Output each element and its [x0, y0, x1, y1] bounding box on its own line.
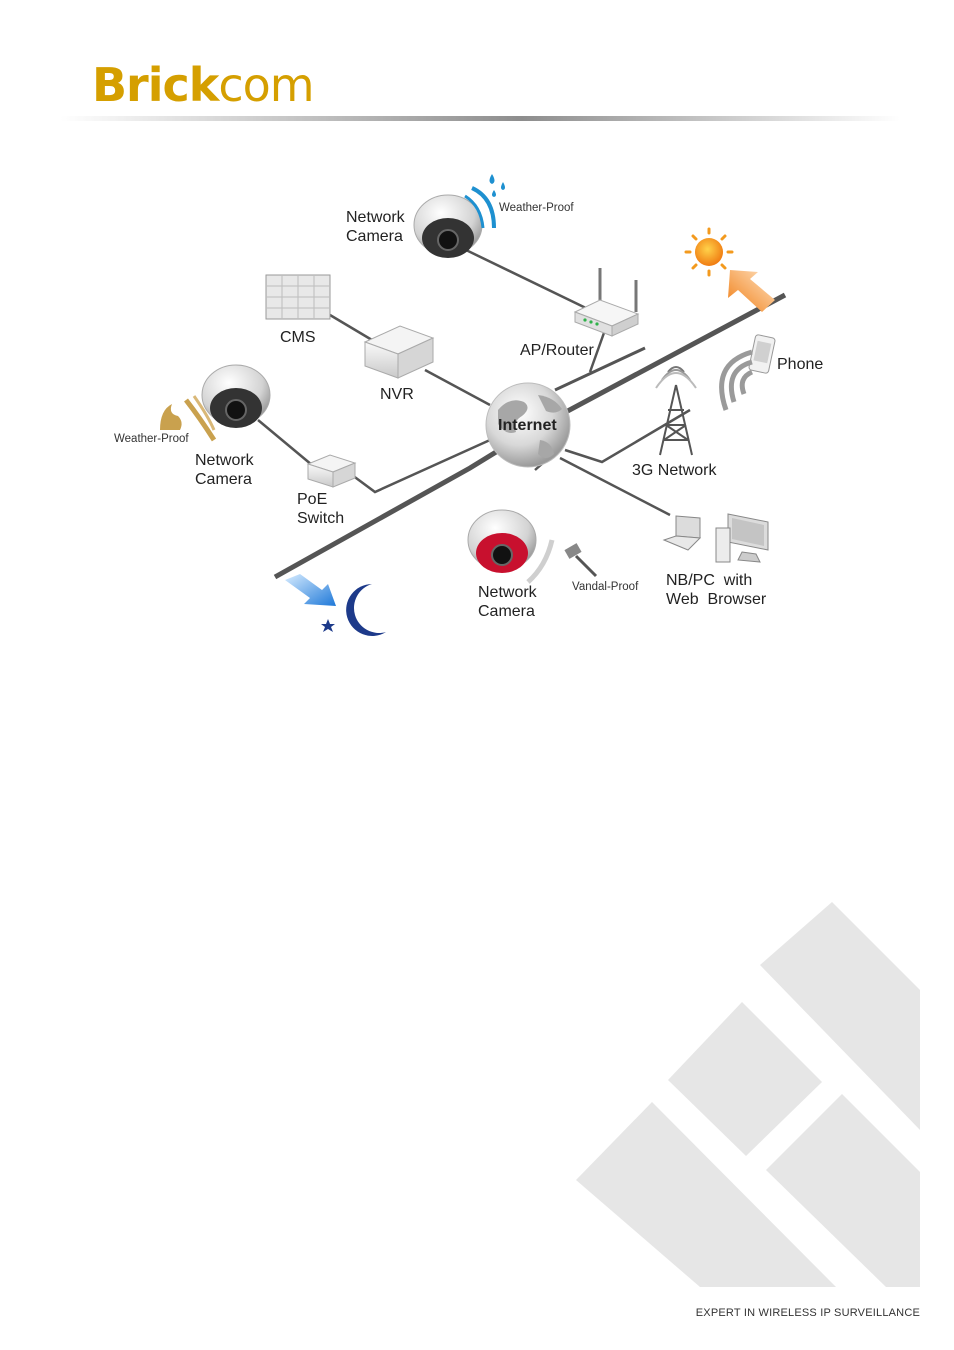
internet-label: Internet [498, 416, 557, 435]
sun-icon [686, 229, 732, 275]
nb-pc-label: NB/PC with Web Browser [666, 571, 766, 609]
watermark-graphic [560, 890, 940, 1310]
desktop-pc-icon [716, 514, 768, 562]
nvr-label: NVR [380, 385, 414, 404]
bottom-camera-label: Network Camera [478, 583, 537, 621]
star-icon [321, 619, 335, 632]
laptop-icon [664, 516, 700, 550]
link-nvr-internet [425, 370, 490, 405]
phone-label: Phone [777, 355, 823, 374]
day-arrow-icon [728, 270, 775, 312]
night-arrow-icon [285, 574, 336, 606]
top-camera-badge-label: Weather-Proof [499, 202, 574, 215]
3g-network-label: 3G Network [632, 461, 716, 480]
top-network-camera-icon [414, 195, 482, 258]
link-top-camera [466, 250, 590, 310]
signal-waves-icon [722, 352, 752, 410]
ap-router-label: AP/Router [520, 341, 594, 360]
poe-switch-icon [308, 455, 355, 487]
left-network-camera-icon [202, 365, 270, 428]
cms-monitor-icon [266, 275, 330, 319]
vandal-proof-icon [528, 540, 596, 582]
cms-label: CMS [280, 328, 316, 347]
top-camera-label: Network Camera [346, 208, 405, 246]
left-camera-label: Network Camera [195, 451, 254, 489]
bottom-network-camera-icon [468, 510, 536, 573]
bottom-camera-badge-label: Vandal-Proof [572, 581, 638, 594]
moon-icon [346, 584, 386, 636]
poe-switch-label: PoE Switch [297, 490, 344, 528]
footer-tagline: EXPERT IN WIRELESS IP SURVEILLANCE [696, 1307, 920, 1319]
network-diagram [0, 0, 954, 660]
link-cms-nvr [330, 315, 372, 340]
link-left-camera-switch [258, 420, 312, 465]
ap-router-icon [575, 268, 638, 336]
left-camera-badge-label: Weather-Proof [114, 433, 189, 446]
nvr-device-icon [365, 326, 433, 378]
